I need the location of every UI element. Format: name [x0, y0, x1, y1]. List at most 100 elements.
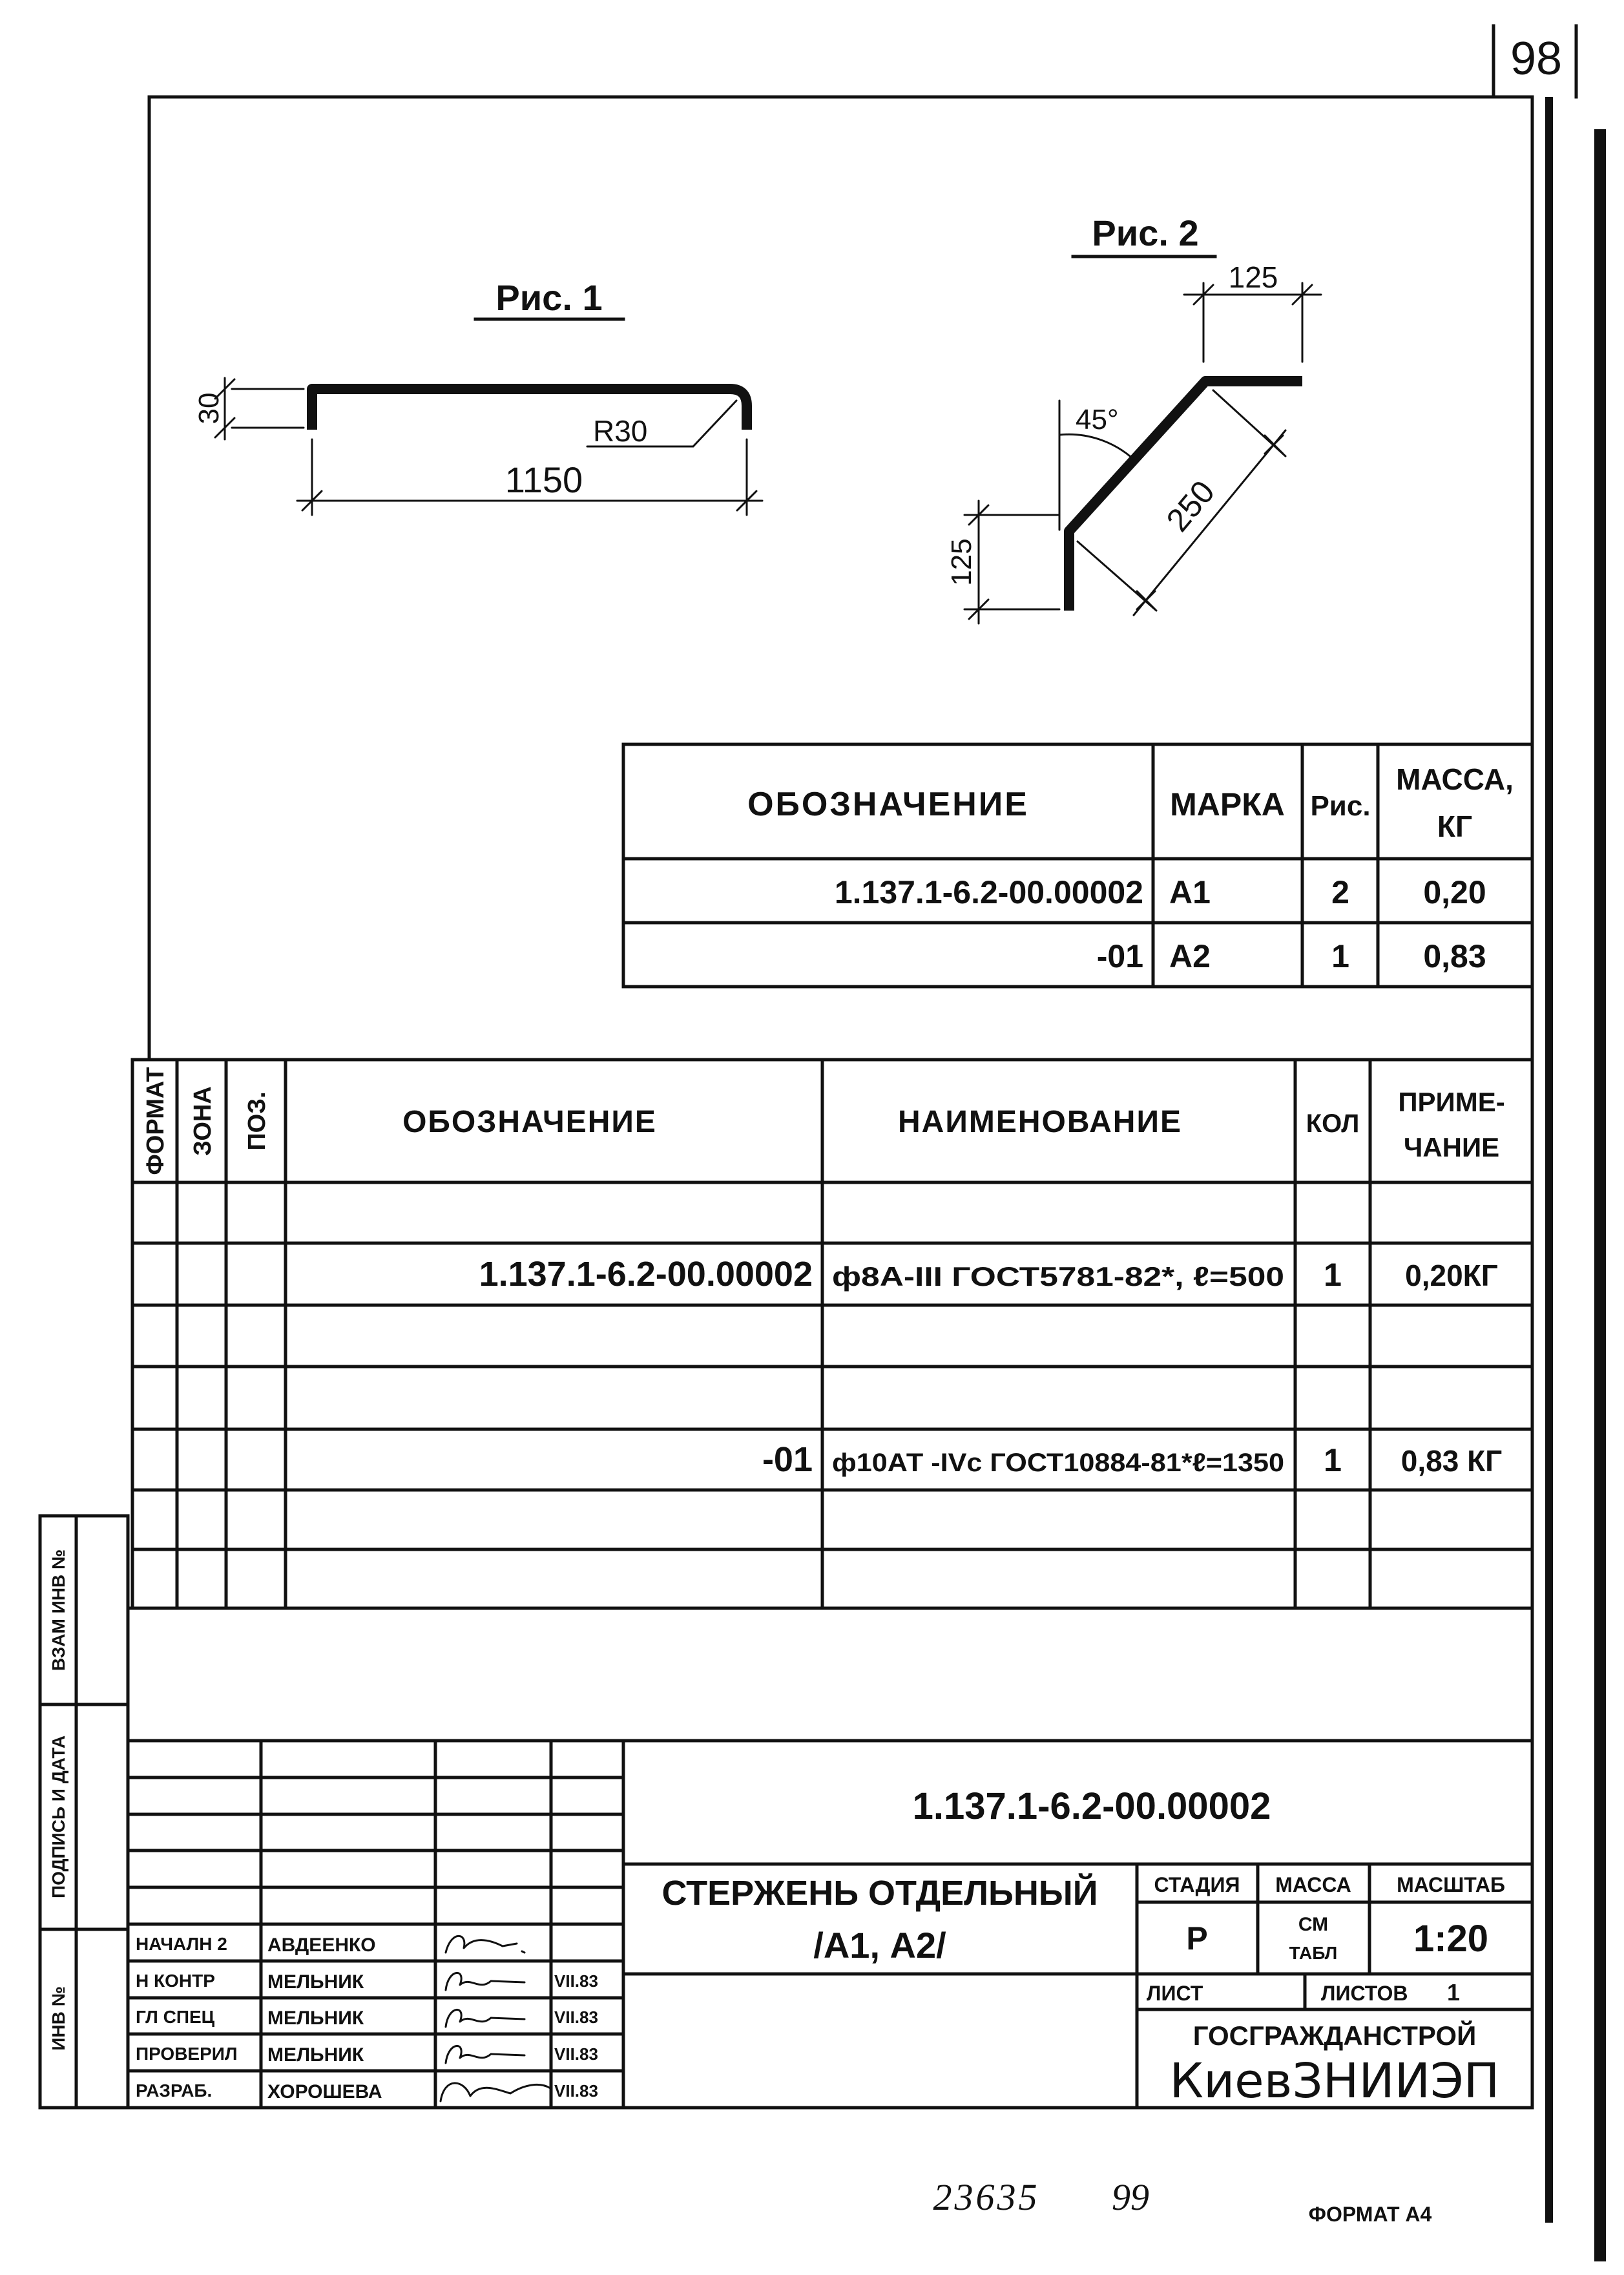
figure-2-diagonal-dimension-line [1132, 429, 1287, 616]
signature-name: МЕЛЬНИК [267, 2044, 364, 2066]
figure-1-height-extension-lines [231, 388, 305, 429]
mass-value-line2: ТАБЛ [1289, 1943, 1338, 1963]
sheet-label: ЛИСТ [1147, 1982, 1203, 2005]
figure-2-left-extension-lines [963, 514, 1061, 611]
signature-role: РАЗРАБ. [136, 2081, 212, 2101]
signature-role: Н КОНТР [136, 1971, 215, 1991]
signature-name: АВДЕЕНКО [267, 1934, 376, 1956]
figure-2-rod [1064, 376, 1302, 611]
signature-date: VII.83 [554, 2008, 598, 2027]
side-strip-original-inv: ИНВ № [48, 1986, 68, 2051]
figure-2-diagonal-dim: 250 [1160, 474, 1222, 538]
figure-2-diagonal-ticks [1136, 434, 1284, 611]
scale-label: МАСШТАБ [1397, 1873, 1505, 1896]
signature-role: ГЛ СПЕЦ [136, 2007, 215, 2027]
marks-row-figure: 1 [1331, 938, 1349, 974]
document-code: 1.137.1-6.2-00.00002 [913, 1785, 1271, 1827]
signature-row: РАЗРАБ. ХОРОШЕВА VII.83 [136, 2081, 598, 2102]
side-strip-signature-date: ПОДПИСЬ И ДАТА [48, 1735, 68, 1898]
sheets-count: 1 [1447, 1979, 1460, 2006]
signature-date: VII.83 [554, 1971, 598, 1991]
figure-1-length-ticks [301, 490, 758, 512]
spec-header-position: ПОЗ. [244, 1091, 271, 1150]
marks-header-designation: ОБОЗНАЧЕНИЕ [747, 786, 1029, 823]
document-title-line1: СТЕРЖЕНЬ ОТДЕЛЬНЫЙ [661, 1873, 1098, 1913]
figure-1-rod [307, 384, 752, 430]
spec-table: ФОРМАТ ЗОНА ПОЗ. ОБОЗНАЧЕНИЕ НАИМЕНОВАНИ… [126, 1058, 1534, 1610]
table-row: 1.137.1-6.2-00.00002 А1 2 0,20 [835, 874, 1486, 910]
page-number: 98 [1510, 33, 1562, 85]
document-title-line2: /А1, А2/ [813, 1925, 946, 1966]
marks-header-mass-line2: КГ [1437, 810, 1472, 843]
signature-row: ПРОВЕРИЛ МЕЛЬНИК VII.83 [136, 2044, 598, 2066]
spec-row-note: 0,83 КГ [1401, 1444, 1502, 1478]
handwritten-signature [444, 2045, 526, 2064]
spec-row-note: 0,20КГ [1405, 1259, 1498, 1292]
table-row: -01 ф10АТ -IVс ГОСТ10884-81*ℓ=1350 1 0,8… [762, 1440, 1502, 1479]
signature-row: Н КОНТР МЕЛЬНИК VII.83 [136, 1971, 598, 1993]
figure-2-top-ticks [1192, 284, 1313, 306]
signature-role: ПРОВЕРИЛ [136, 2044, 238, 2064]
figure-1-height-ticks [214, 378, 236, 439]
spec-header-zone: ЗОНА [189, 1086, 216, 1156]
sheet-frame [147, 24, 1606, 2261]
figure-2-left-dim: 125 [946, 538, 977, 585]
spec-header-quantity: КОЛ [1306, 1109, 1360, 1138]
right-border-bar [1545, 97, 1553, 2223]
mass-label: МАССА [1275, 1873, 1351, 1896]
stage-label: СТАДИЯ [1154, 1873, 1240, 1896]
handwritten-signature [444, 1972, 526, 1991]
footer: 23635 99 ФОРМАТ А4 [933, 2176, 1432, 2226]
signature-name: ХОРОШЕВА [267, 2081, 382, 2102]
signature-name: МЕЛЬНИК [267, 1971, 364, 1993]
figure-2: Рис. 2 125 45° 250 125 [946, 213, 1322, 625]
mass-value-line1: СМ [1298, 1914, 1328, 1935]
signature-role: НАЧАЛН 2 [136, 1934, 227, 1954]
outer-border-bar [1594, 129, 1606, 2261]
figure-1: Рис. 1 30 R30 1150 [193, 277, 764, 516]
spec-header-format: ФОРМАТ [142, 1067, 169, 1175]
marks-row-mark: А2 [1169, 938, 1211, 974]
title-block-grid [126, 1606, 1534, 2110]
handwritten-signature [444, 1934, 526, 1954]
sheets-label: ЛИСТОВ [1321, 1982, 1408, 2005]
spec-header-designation: ОБОЗНАЧЕНИЕ [402, 1105, 657, 1139]
scale-value: 1:20 [1413, 1918, 1488, 1960]
side-strip-replaced-inv: ВЗАМ ИНВ № [48, 1549, 68, 1671]
figure-2-angle-arc [1058, 433, 1135, 461]
signature-row: НАЧАЛН 2 АВДЕЕНКО [136, 1934, 526, 1956]
stage-value: Р [1186, 1920, 1207, 1956]
table-row: 1.137.1-6.2-00.00002 ф8А-III ГОСТ5781-82… [479, 1255, 1498, 1294]
archive-number: 23635 [933, 2176, 1040, 2218]
table-row: -01 А2 1 0,83 [1097, 938, 1486, 974]
signature-date: VII.83 [554, 2044, 598, 2064]
marks-header-mark: МАРКА [1170, 786, 1285, 823]
spec-table-grid [126, 1058, 1534, 1610]
paper-format: ФОРМАТ А4 [1309, 2203, 1432, 2226]
ministry-name: ГОСГРАЖДАНСТРОЙ [1193, 2020, 1477, 2051]
page-number-box [1492, 24, 1578, 99]
organization-name: КиевЗНИИЭП [1170, 2053, 1500, 2109]
figure-1-length-dim: 1150 [505, 459, 583, 500]
spec-header-name: НАИМЕНОВАНИЕ [898, 1105, 1182, 1139]
signature-name: МЕЛЬНИК [267, 2008, 364, 2029]
spec-row-name: ф8А-III ГОСТ5781-82*, ℓ=500 [832, 1261, 1284, 1292]
marks-table-grid [621, 742, 1534, 989]
marks-row-mass: 0,83 [1423, 938, 1486, 974]
spec-row-quantity: 1 [1324, 1442, 1342, 1478]
marks-row-designation: -01 [1097, 938, 1143, 974]
side-strip-grid [38, 1514, 130, 2110]
spec-row-designation: 1.137.1-6.2-00.00002 [479, 1255, 813, 1294]
handwritten-signature [444, 2009, 526, 2028]
sheet-number: 99 [1112, 2176, 1149, 2218]
figure-2-top-dim: 125 [1229, 260, 1278, 294]
side-strip: ВЗАМ ИНВ № ПОДПИСЬ И ДАТА ИНВ № [38, 1514, 130, 2110]
signature-date: VII.83 [554, 2081, 598, 2101]
figure-1-radius-leader [586, 399, 738, 448]
figure-2-angle: 45° [1076, 404, 1119, 435]
marks-row-mass: 0,20 [1423, 874, 1486, 910]
figure-2-title: Рис. 2 [1092, 213, 1198, 253]
marks-header-figure: Рис. [1310, 790, 1370, 822]
figure-1-radius-label: R30 [593, 414, 647, 448]
